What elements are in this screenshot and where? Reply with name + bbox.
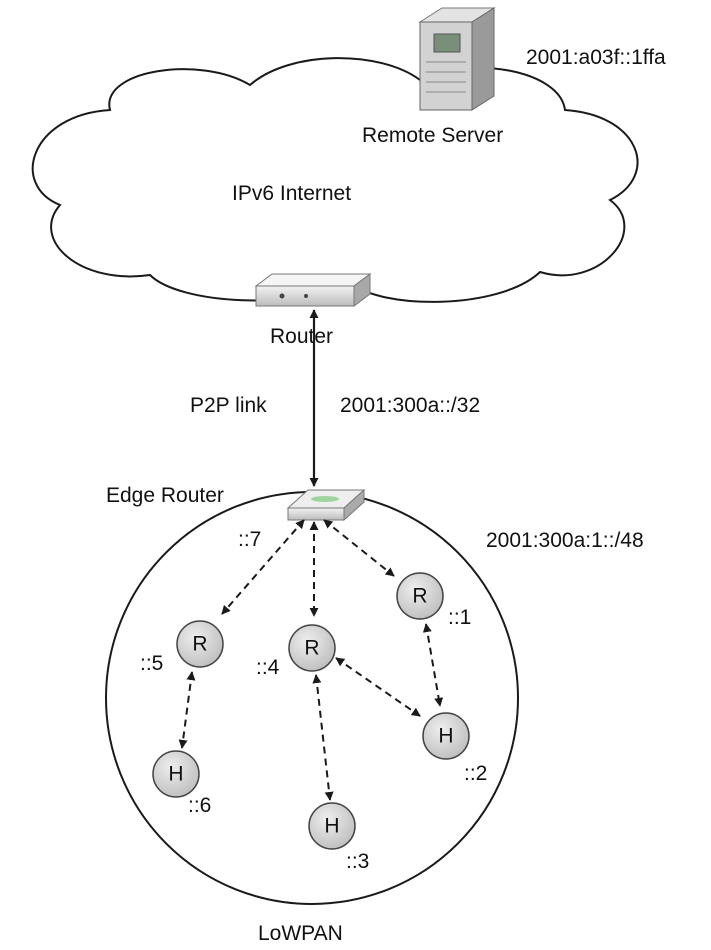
link-r1-to-h2	[422, 623, 444, 707]
server-icon	[418, 7, 496, 111]
server-label: Remote Server	[362, 124, 503, 147]
edge-router-icon	[286, 488, 366, 522]
link-r4-to-h2	[335, 657, 421, 717]
node-r4: R	[288, 624, 336, 672]
link-edge-to-r5	[221, 519, 305, 615]
node-address-3: ::3	[346, 850, 369, 873]
edge-router-address: ::7	[238, 528, 261, 551]
edge-router-label: Edge Router	[106, 484, 224, 507]
lowpan-label: LoWPAN	[258, 922, 343, 945]
node-type-label: H	[324, 815, 339, 838]
link-edge-to-r1	[323, 519, 395, 577]
node-address-5: ::5	[140, 652, 163, 675]
link-r5-to-h6	[178, 671, 196, 749]
lowpan-boundary	[105, 491, 519, 905]
node-address-2: ::2	[464, 762, 487, 785]
node-address-1: ::1	[448, 606, 471, 629]
node-type-label: H	[168, 763, 183, 786]
node-type-label: R	[192, 633, 207, 656]
node-r1: R	[396, 572, 444, 620]
node-address-6: ::6	[188, 794, 211, 817]
edge-router-prefix: 2001:300a:1::/48	[486, 529, 644, 552]
router-label: Router	[270, 325, 333, 348]
node-r5: R	[176, 620, 224, 668]
link-prefix: 2001:300a::/32	[340, 394, 480, 417]
node-h3: H	[308, 802, 356, 850]
server-address: 2001:a03f::1ffa	[526, 46, 666, 69]
node-type-label: R	[412, 585, 427, 608]
node-type-label: R	[304, 637, 319, 660]
node-h6: H	[152, 750, 200, 798]
link-label: P2P link	[190, 394, 267, 417]
link-r4-to-h3	[312, 674, 334, 801]
node-type-label: H	[438, 725, 453, 748]
router-icon	[254, 273, 372, 307]
node-address-4: ::4	[256, 656, 280, 679]
internet-cloud	[31, 57, 639, 303]
internet-label: IPv6 Internet	[232, 182, 351, 205]
node-h2: H	[422, 712, 470, 760]
